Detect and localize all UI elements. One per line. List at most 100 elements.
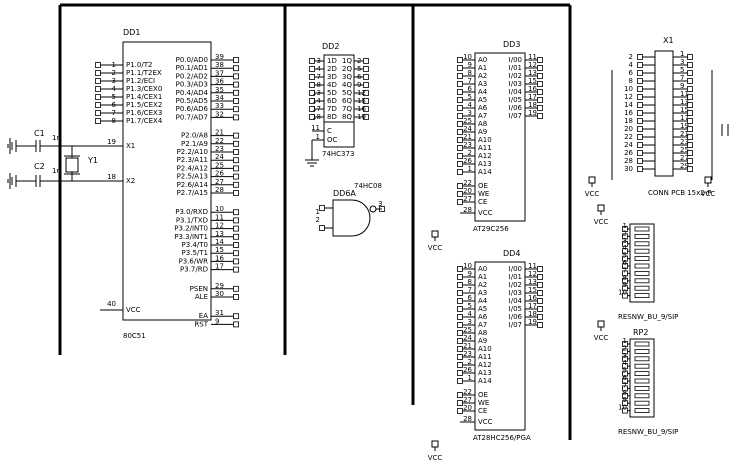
rp1-pin-num: 5 [623,252,627,260]
dd3-pin-name: A9 [478,128,487,136]
dd2-ctrl-name: C [327,127,332,135]
x1-body [654,50,674,177]
pin-end [457,105,463,111]
pin-end [319,205,325,211]
pin-end [233,157,239,164]
dd1-pin-name: P1.0/T2 [126,61,152,69]
x1-pin-num: 20 [624,125,633,133]
dd3-pin-name: A14 [478,168,492,176]
dd1-pin-name: P0.5/AD5 [176,97,208,105]
dd4-pin-num: 26 [463,366,472,374]
pin-end [637,70,643,76]
dd1-pin-name: P1.4/CEX1 [126,93,162,101]
x1-pin-num: 26 [624,149,633,157]
dd3-io-num: 17 [528,93,537,101]
dd2-ctrl-num: 11 [311,124,320,132]
pin-end [457,129,463,135]
rp1-pin-num: 10 [618,289,627,297]
dd4-io-name: I/04 [509,297,523,305]
pin-end [637,54,643,60]
pin-end [233,165,239,172]
dd1-pin-name: P2.4/A12 [177,164,208,172]
dd3-ctrl-name: CE [478,198,487,206]
pin-end [637,158,643,164]
dd4-pin-num: 9 [468,270,472,278]
dd2-pin-name: 7Q [342,105,352,113]
rp2-part: RESNW_BU_9/SIP [618,428,678,436]
x1-pin-num: 17 [680,114,689,122]
pin-end [309,58,315,64]
dd3-io-num: 15 [528,77,537,85]
dd3-pin-num: 7 [468,77,472,85]
pin-end [622,292,628,299]
dd3-pin-num: 6 [468,85,473,93]
dd2-pin-num: 3 [317,57,321,65]
dd3-part: AT29C256 [473,225,509,233]
dd4-pin-num: 10 [463,262,472,270]
pin-end [457,354,463,360]
dd3-pin-num: 10 [463,53,472,61]
dd2-pin-num: 4 [317,65,322,73]
pin-end [319,225,325,231]
rp2-pin-num: 3 [623,352,627,360]
c1-value: 1n [52,134,61,142]
rp1-pin-num: 1 [623,222,627,230]
pin-end [457,338,463,344]
pin-end [457,282,463,288]
dd3-pin-name: A5 [478,96,487,104]
pin-end [457,97,463,103]
dd3-pin-num: 3 [468,109,472,117]
pin-end [637,118,643,124]
x1-pin-num: 23 [680,138,689,146]
dd1-pin-num: 9 [215,317,219,325]
dd1-pin-num: 33 [215,102,224,110]
x1-pin-num: 22 [624,133,633,141]
dd2-pin-name: 1Q [342,57,352,65]
pin-end [363,66,369,72]
dd1-pin-name: P2.1/A9 [181,140,208,148]
pin-end [95,86,101,92]
x1-pin-num: 4 [629,61,634,69]
dd1-pin-num: 13 [215,230,224,238]
pin-end [233,321,239,328]
dd1-pin-name: P3.5/T1 [182,249,208,257]
dd1-pin-num: 32 [215,110,224,118]
dd2-pin-name: 5D [327,89,337,97]
and-gate [332,199,371,237]
rp1-pin-num: 9 [623,281,627,289]
dd1-pin-num: 27 [215,178,224,186]
pin-end [537,314,543,320]
dd2-pin-num: 15 [357,97,366,105]
dd1-pin-num: 6 [112,101,117,109]
x1-part: CONN PCB 15x2-P [648,189,711,197]
pin-end [309,98,315,104]
dd1-pin-name: P0.6/AD6 [176,105,209,113]
dd4-pin-name: A6 [478,313,488,321]
dd2-pin-name: 6Q [342,97,352,105]
dd3-pin-name: A7 [478,112,487,120]
gate-pin-num: 1 [316,208,320,216]
dd1-pin-num: 35 [215,86,224,94]
dd4-io-num: 11 [528,262,537,270]
resistor-element [634,233,650,239]
vcc-rp2: VCC [594,334,609,342]
pin-end [457,298,463,304]
pin-end [233,173,239,180]
dd2-pin-num: 12 [357,89,366,97]
pin-end [457,346,463,352]
dd4-io-name: I/05 [509,305,522,313]
x1-pin-num: 24 [624,141,633,149]
dd4-pin-num: 3 [468,318,472,326]
dd3-pin-num: 4 [468,101,473,109]
pin-end [687,94,693,100]
pin-end [687,134,693,140]
dd3-pin-name: A13 [478,160,492,168]
dd3-io-name: I/01 [509,64,522,72]
dd1-pin-num: 17 [215,263,224,271]
dd4-vcc-name: VCC [478,418,493,426]
pin-end [687,158,693,164]
dd1-pin-name: P2.2/A10 [177,148,208,156]
dd4-io-name: I/02 [509,281,522,289]
pin-end [622,370,628,377]
dd3-pin-name: A8 [478,120,487,128]
